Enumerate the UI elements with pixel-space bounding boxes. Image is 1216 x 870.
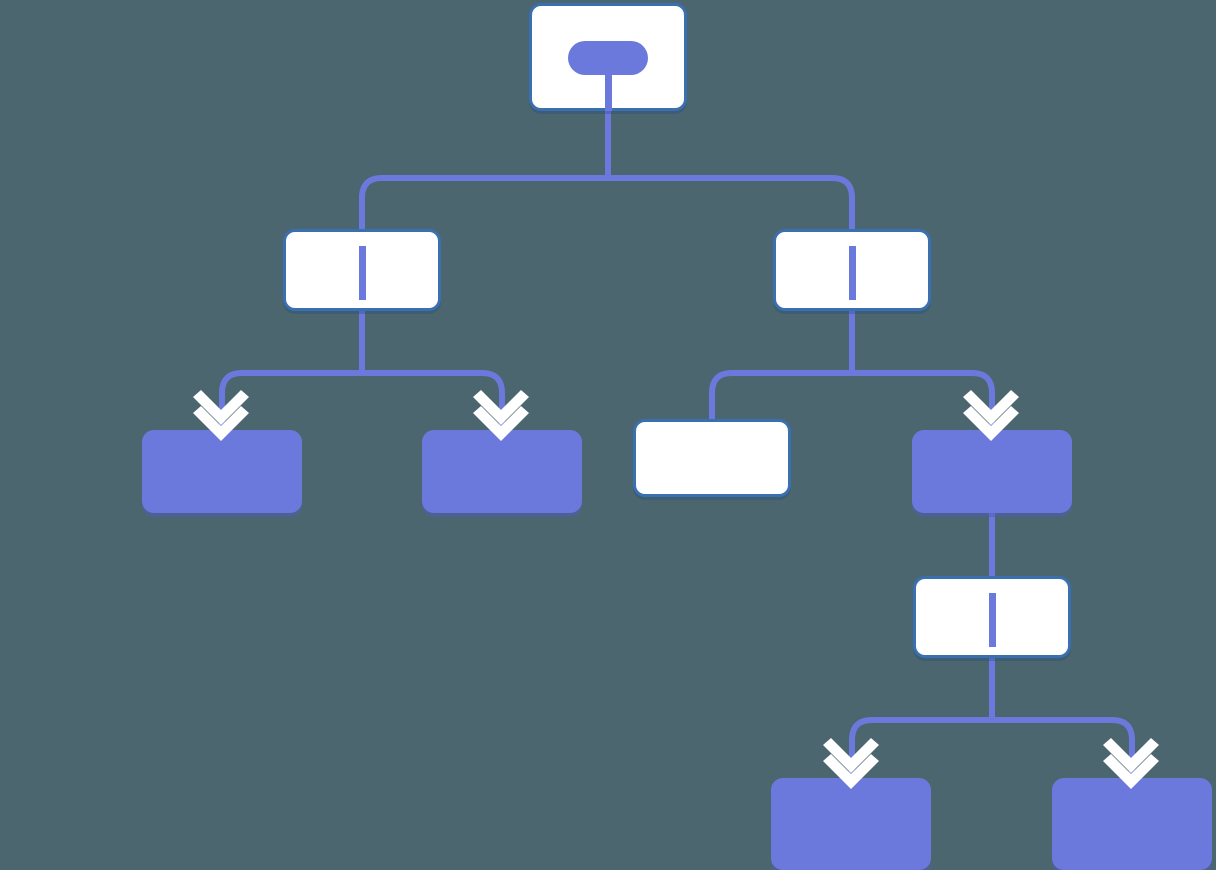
node-n6[interactable] — [633, 419, 791, 497]
node-n8-inner-line — [989, 593, 996, 647]
node-n1-stem — [605, 75, 612, 111]
node-n9[interactable] — [771, 778, 931, 870]
node-n3-inner-line — [849, 246, 856, 300]
node-n1-root[interactable] — [529, 3, 687, 111]
node-n2[interactable] — [283, 229, 441, 311]
node-n4[interactable] — [142, 430, 302, 513]
node-n3[interactable] — [773, 229, 931, 311]
node-n5[interactable] — [422, 430, 582, 513]
node-n7[interactable] — [912, 430, 1072, 513]
node-n10[interactable] — [1052, 778, 1212, 870]
node-n1-pill — [568, 41, 648, 75]
node-n8[interactable] — [913, 576, 1071, 658]
node-n2-inner-line — [359, 246, 366, 300]
